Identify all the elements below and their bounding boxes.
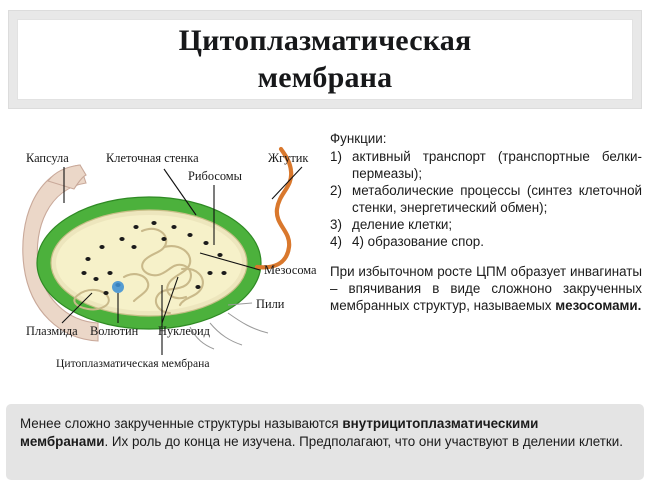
label-nucleoid: Нуклеоид [158,324,211,338]
leader-plasmid [61,292,93,324]
volutin-shape [112,281,124,293]
label-pili: Пили [256,297,285,311]
label-volutin: Волютин [90,324,139,338]
functions-panel: Функции: 1) активный транспорт (транспор… [330,130,642,314]
list-item: 1) активный транспорт (транспортные белк… [330,148,642,182]
leader-pili [227,302,253,306]
bottom-bold-term: внутрицитоплазматическими мембранами [20,416,539,449]
page-title: Цитоплазматическая мембрана [169,23,482,96]
title-inner-box: Цитоплазматическая мембрана [17,19,633,100]
bottom-note-text: Менее сложно закрученные структуры назыв… [20,415,630,451]
list-item-text: активный транспорт (транспортные белки-п… [352,149,642,182]
list-item-text: 4) образование спор. [352,234,484,250]
capsule-shape-upper [47,164,87,190]
invagination-bold-term: мезосомами. [555,298,642,314]
bottom-note-panel: Менее сложно закрученные структуры назыв… [6,404,644,480]
title-frame: Цитоплазматическая мембрана [8,10,642,109]
list-item: 2) метаболические процессы (синтез клето… [330,182,642,216]
leader-mesosome [199,252,261,271]
label-cell-wall: Клеточная стенка [106,151,199,165]
label-flagellum: Жгутик [268,151,309,165]
leader-nucleoid [161,276,179,324]
flagellum-shape [254,146,294,270]
title-line-2: мембрана [257,60,393,94]
functions-heading: Функции: [330,131,387,146]
leader-flagellum [271,166,303,200]
invagination-text-part1: При избыточном росте ЦПМ образует инваги… [330,264,642,314]
plasmid-shape [73,289,110,311]
list-item: 3) деление клетки; [330,216,642,233]
list-item-number: 3) [330,217,342,233]
bottom-text-part1: Менее сложно закрученные структуры назыв… [20,416,343,431]
functions-list: 1) активный транспорт (транспортные белк… [330,148,642,250]
bacterial-cell-diagram: Капсула Клеточная стенка Рибосомы Жгутик… [14,127,322,392]
list-item-number: 4) [330,234,342,250]
list-item-number: 1) [330,149,342,165]
list-item-number: 2) [330,183,342,199]
leader-cell-wall [163,168,197,216]
pili-shape [189,312,269,350]
list-item-text: деление клетки; [352,217,453,233]
capsule-shape [22,164,99,342]
list-item-text: метаболические процессы (синтез клеточно… [352,183,642,216]
title-line-1: Цитоплазматическая [178,23,472,57]
invagination-paragraph: При избыточном росте ЦПМ образует инваги… [330,263,642,314]
label-mesosome: Мезосома [264,263,317,277]
bottom-text-part2: . Их роль до конца не изучена. Предполаг… [104,433,623,449]
label-cytoplasmic-membrane: Цитоплазматическая мембрана [56,357,209,370]
list-item: 4) 4) образование спор. [330,233,642,250]
label-capsule: Капсула [26,151,69,165]
label-plasmid: Плазмида [26,324,78,338]
label-ribosomes: Рибосомы [188,169,243,183]
